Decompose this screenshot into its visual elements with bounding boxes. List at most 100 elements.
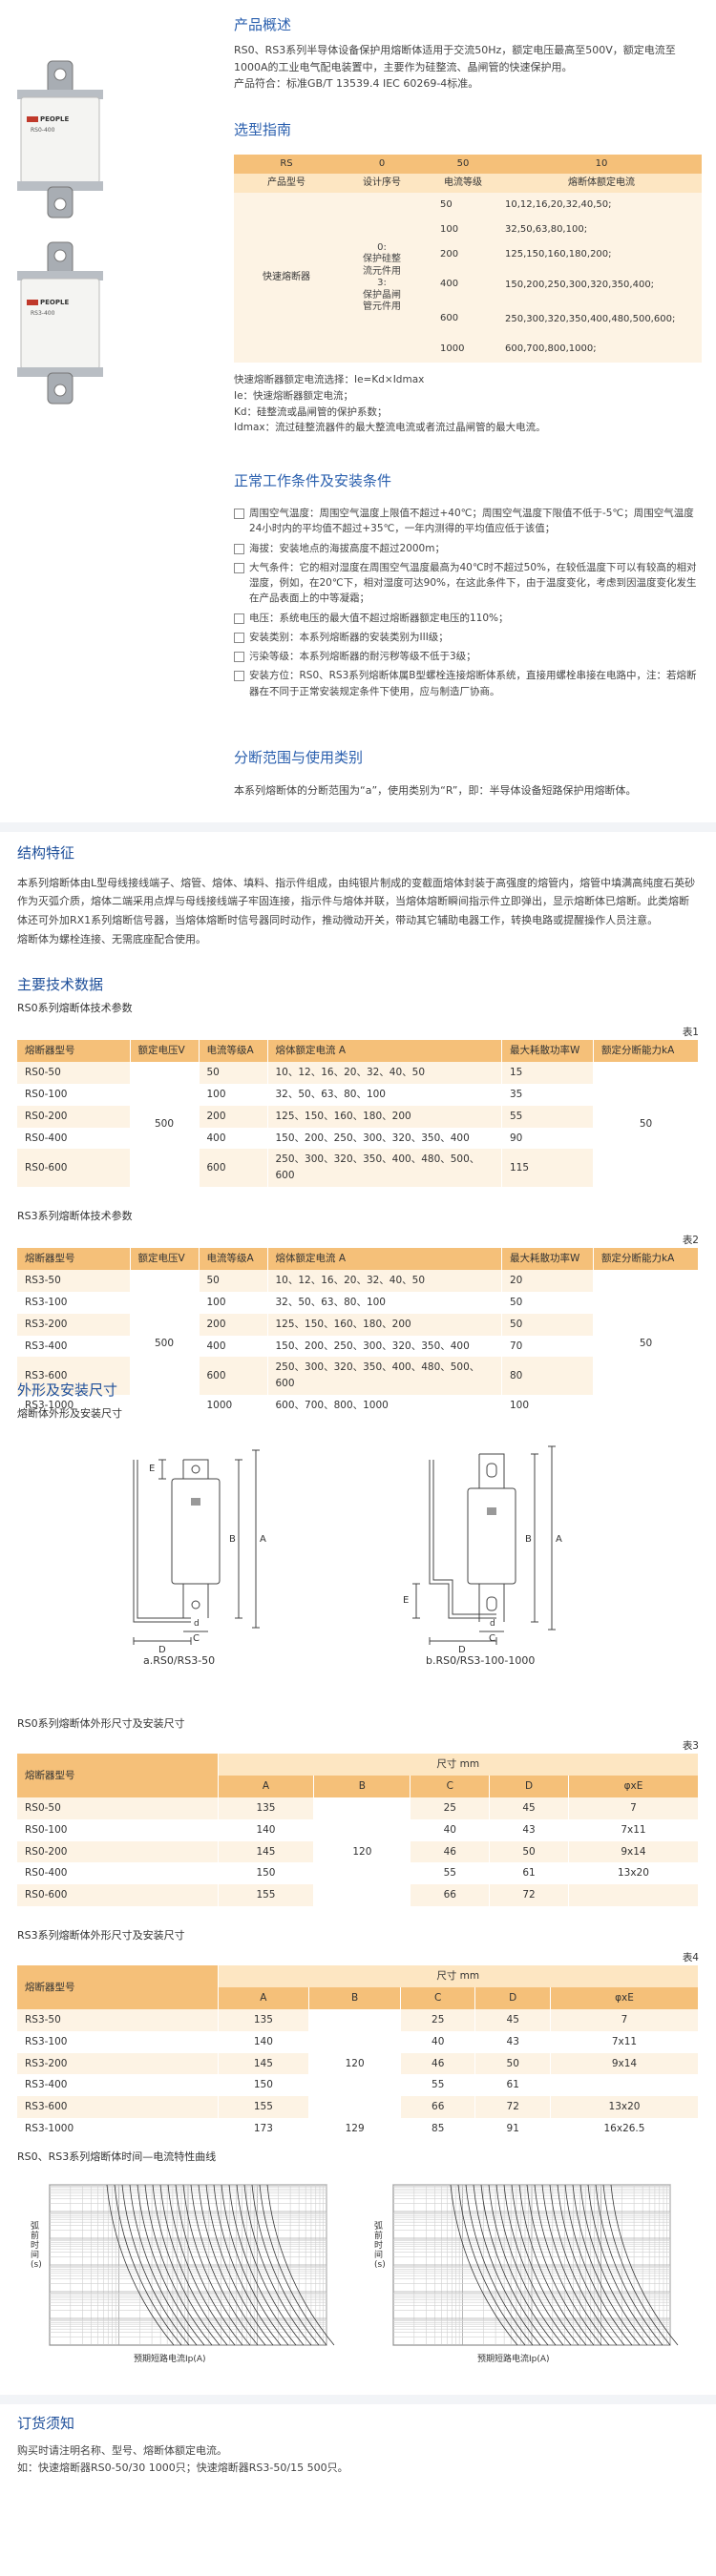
- sel-currents: 150,200,250,300,320,350,400;: [501, 267, 702, 301]
- dimension-drawing-b: B A D C E d b.RS0/RS3-100-1000: [391, 1441, 592, 1670]
- model-cell: RS3-100: [17, 1291, 131, 1314]
- note: Kd：硅整流或晶闸管的保护系数；: [234, 405, 388, 418]
- model-cell: RS3-200: [17, 1313, 131, 1336]
- grade-cell: 50: [199, 1062, 268, 1084]
- dim-d-cell: 50: [474, 2052, 551, 2075]
- dim-d-cell: 91: [474, 2117, 551, 2140]
- curve-svg: [49, 2184, 335, 2346]
- grade-cell: 1000: [199, 1394, 268, 1417]
- dim-a-cell: 150: [218, 2074, 310, 2097]
- t3-col: A: [218, 1776, 315, 1797]
- dims-section: 外形及安装尺寸 熔断体外形及安装尺寸: [17, 1379, 699, 1423]
- figure-caption-a: a.RS0/RS3-50: [143, 1654, 216, 1667]
- overview-title: 产品概述: [234, 16, 292, 33]
- table3-section: RS0系列熔断体外形尺寸及安装尺寸 表3 熔断器型号 尺寸 mm A B C D…: [17, 1715, 700, 1906]
- model-cell: RS3-50: [17, 2008, 219, 2031]
- dim-d-cell: 61: [489, 1862, 569, 1885]
- dim-label: B: [525, 1534, 532, 1545]
- t1-header: 熔体额定电流 A: [267, 1040, 502, 1063]
- grade-cell: 400: [199, 1127, 268, 1150]
- dim-c-cell: 46: [410, 1840, 491, 1863]
- note: Idmax：流过硅整流器件的最大整流电流或者流过晶闸管的最大电流。: [234, 422, 546, 434]
- dim-label: C: [193, 1633, 200, 1644]
- dim-a-cell: 155: [218, 2096, 310, 2118]
- dim-c-cell: 66: [410, 1884, 491, 1906]
- t3-col: φxE: [568, 1776, 700, 1797]
- model-cell: RS0-400: [17, 1127, 131, 1150]
- model-cell: RS0-600: [17, 1149, 131, 1187]
- dim-label: d: [194, 1619, 200, 1629]
- curves-caption: RS0、RS3系列熔断体时间—电流特性曲线: [17, 2150, 217, 2163]
- note: 快速熔断器额定电流选择：Ie=Kd×Idmax: [234, 374, 425, 385]
- note: Ie：快速熔断器额定电流；: [234, 389, 354, 402]
- sel-currents: 10,12,16,20,32,40,50;: [501, 193, 702, 218]
- currents-cell: 10、12、16、20、32、40、50: [267, 1270, 502, 1292]
- curve-chart-rs0: 弧前时间(s) 预期短路电流Ip(A): [29, 2175, 344, 2366]
- dim-label: B: [229, 1534, 236, 1545]
- model-label: RS0-400: [31, 127, 55, 134]
- condition-item: 污染等级：本系列熔断器的耐污秽等级不低于3级；: [234, 649, 702, 664]
- t3-col: C: [410, 1776, 491, 1797]
- power-cell: 55: [501, 1105, 594, 1128]
- selection-notes: 快速熔断器额定电流选择：Ie=Kd×Idmax Ie：快速熔断器额定电流； Kd…: [234, 372, 702, 436]
- order-section: 订货须知 购买时请注明名称、型号、熔断体额定电流。 如：快速熔断器RS0-50/…: [17, 2412, 699, 2476]
- t2-header: 额定分断能力kA: [593, 1248, 699, 1271]
- dimension-drawing-a: B A D C E d a.RS0/RS3-50: [115, 1441, 305, 1670]
- dim-a-cell: 140: [218, 2030, 310, 2053]
- power-cell: 50: [501, 1291, 594, 1314]
- sel-currents: 600,700,800,1000;: [501, 336, 702, 363]
- dim-d-cell: 72: [489, 1884, 569, 1906]
- t1-header: 额定分断能力kA: [593, 1040, 699, 1063]
- power-cell: 15: [501, 1062, 594, 1084]
- selection-section: 选型指南 RS 0 50 10 产品型号 设计序号 电流等级 熔断体额定电流 快…: [234, 118, 702, 436]
- dim-c-cell: 85: [400, 2117, 476, 2140]
- power-cell: 100: [501, 1394, 594, 1417]
- currents-cell: 150、200、250、300、320、350、400: [267, 1335, 502, 1358]
- model-cell: RS3-200: [17, 2052, 219, 2075]
- order-title: 订货须知: [17, 2415, 75, 2432]
- voltage-cell: 500: [130, 1270, 200, 1417]
- dim-b-cell: 120: [308, 2008, 401, 2118]
- t4-col: B: [308, 1987, 401, 2009]
- power-cell: 80: [501, 1357, 594, 1395]
- dim-e-cell: 7x11: [550, 2030, 700, 2053]
- t4-col: φxE: [550, 1987, 700, 2009]
- structure-text-2: 熔断体为螺栓连接、无需底座配合使用。: [17, 932, 206, 945]
- currents-cell: 250、300、320、350、400、480、500、600: [267, 1357, 502, 1395]
- model-cell: RS3-1000: [17, 1394, 131, 1417]
- conditions-list: 周围空气温度：周围空气温度上限值不超过+40℃；周围空气温度下限值不低于-5℃；…: [234, 506, 702, 699]
- power-cell: 70: [501, 1335, 594, 1358]
- brand-label: PEOPLE: [40, 115, 70, 123]
- condition-item: 大气条件：它的相对湿度在周围空气温度最高为40℃时不超过50%，在较低温度下可以…: [234, 560, 702, 607]
- t3-model-header: 熔断器型号: [17, 1754, 219, 1797]
- table1: 熔断器型号 额定电压V 电流等级A 熔体额定电流 A 最大耗散功率W 额定分断能…: [17, 1040, 699, 1187]
- selection-table: RS 0 50 10 产品型号 设计序号 电流等级 熔断体额定电流 快速熔断器 …: [234, 155, 702, 363]
- sel-s1: 设计序号: [339, 174, 425, 193]
- t4-col: A: [218, 1987, 310, 2009]
- model-cell: RS0-400: [17, 1862, 219, 1885]
- grade-cell: 600: [199, 1357, 268, 1395]
- model-cell: RS0-50: [17, 1062, 131, 1084]
- power-cell: 20: [501, 1270, 594, 1292]
- dims-title: 外形及安装尺寸: [17, 1381, 118, 1399]
- sel-currents: 125,150,160,180,200;: [501, 242, 702, 267]
- currents-cell: 150、200、250、300、320、350、400: [267, 1127, 502, 1150]
- dim-c-cell: 40: [400, 2030, 476, 2053]
- sel-grade: 50: [425, 193, 501, 218]
- dim-c-cell: 46: [400, 2052, 476, 2075]
- dim-a-cell: 140: [218, 1818, 315, 1841]
- section-divider: [0, 822, 716, 832]
- dim-label: D: [458, 1645, 466, 1655]
- model-cell: RS3-1000: [17, 2117, 219, 2140]
- model-cell: RS0-50: [17, 1797, 219, 1819]
- grade-cell: 50: [199, 1270, 268, 1292]
- dim-c-cell: 25: [410, 1797, 491, 1819]
